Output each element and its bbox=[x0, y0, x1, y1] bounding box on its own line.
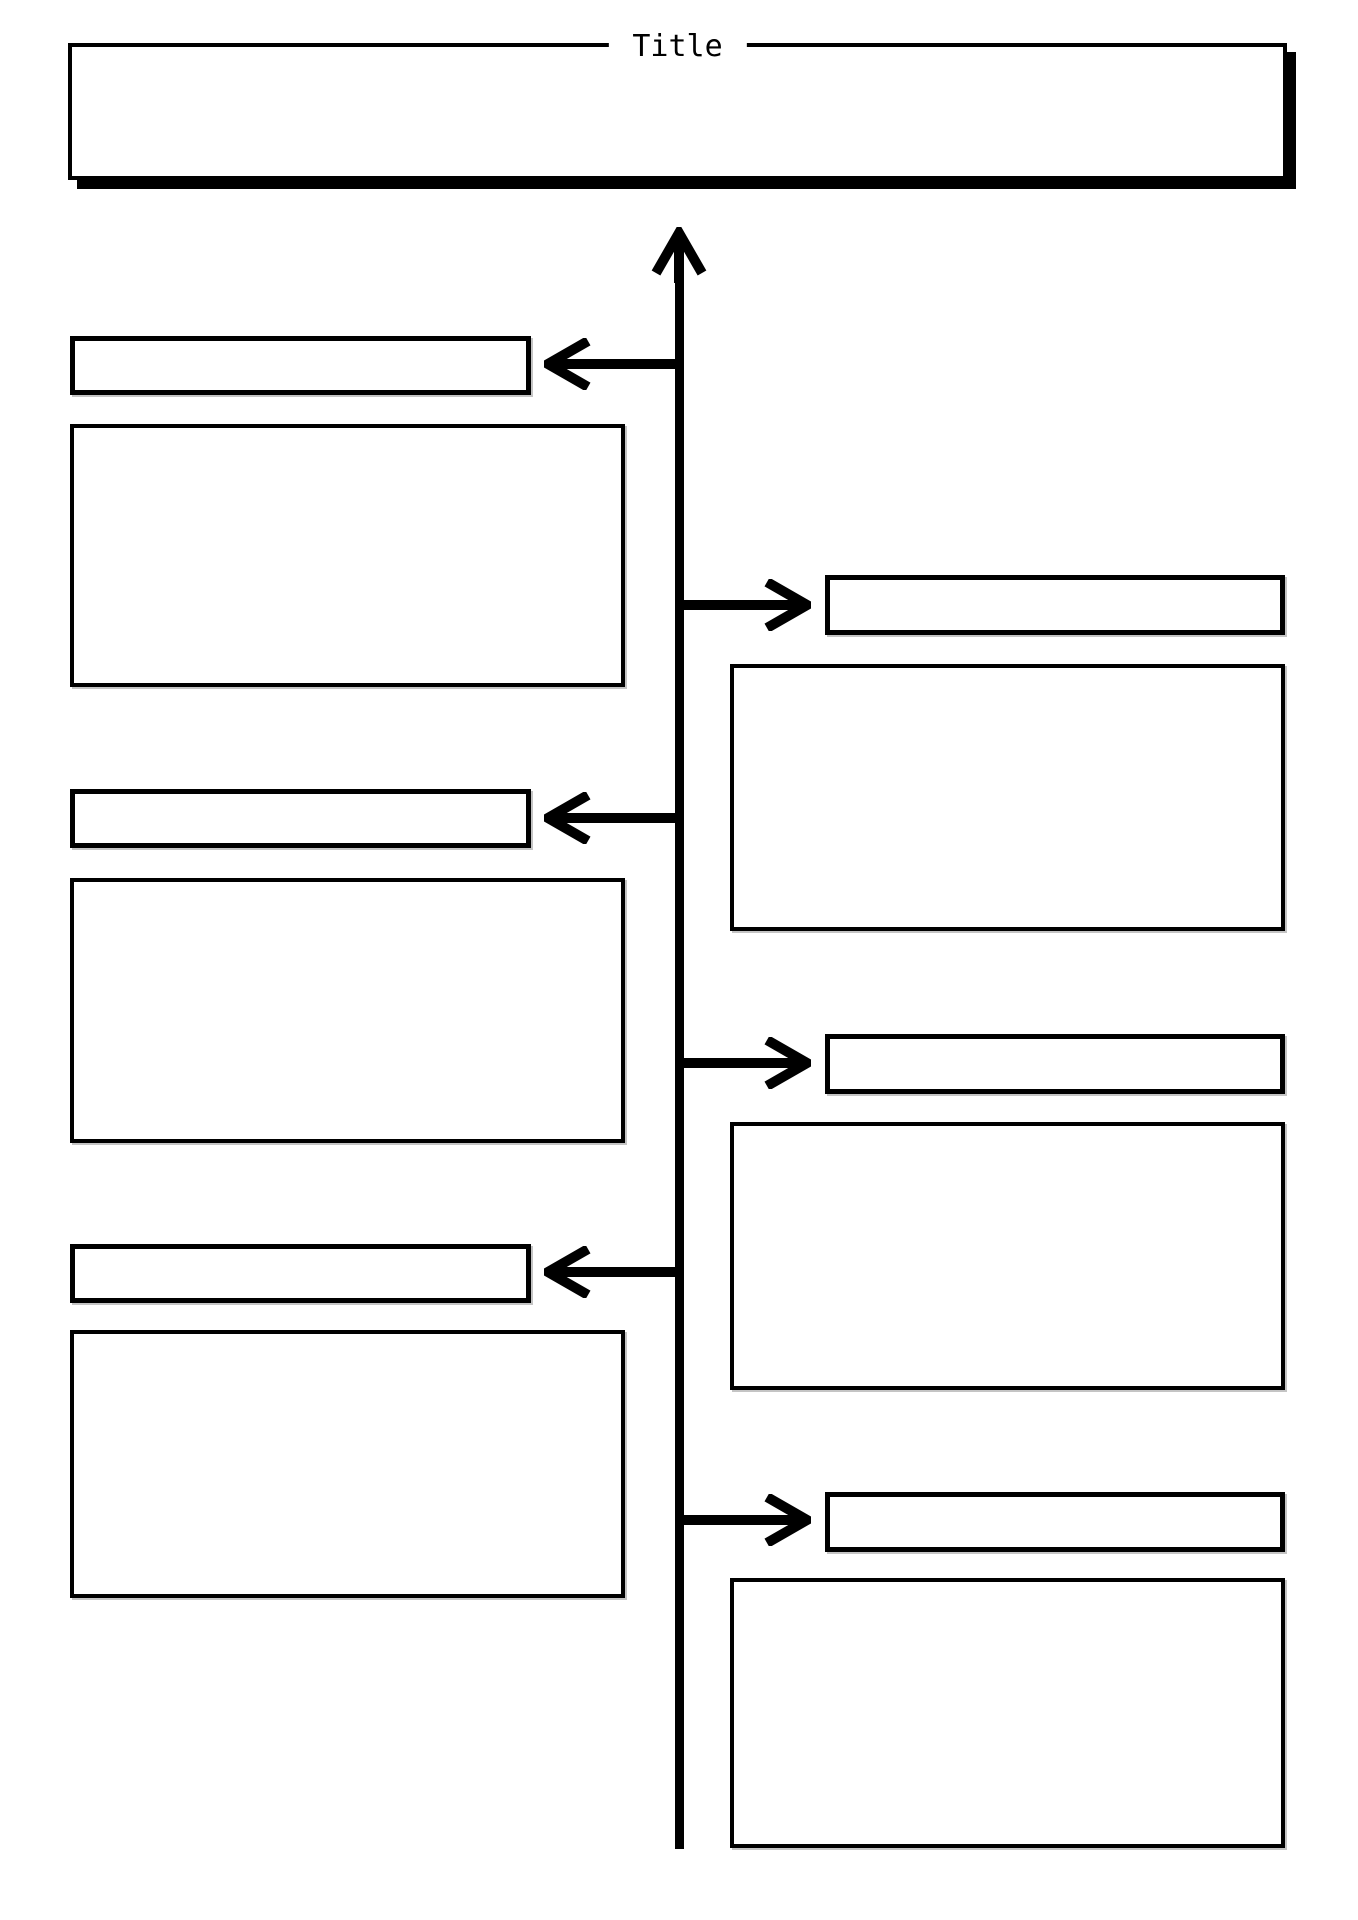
event-label-box[interactable] bbox=[825, 1492, 1285, 1552]
left-arrow-icon bbox=[544, 792, 678, 844]
title-content-area[interactable] bbox=[72, 47, 1283, 176]
right-arrow-icon bbox=[677, 579, 811, 631]
left-arrow-icon bbox=[544, 1246, 678, 1298]
event-details-text[interactable] bbox=[74, 1334, 621, 1594]
right-arrow-icon bbox=[677, 1037, 811, 1089]
event-details-box[interactable] bbox=[70, 424, 625, 687]
event-label-text[interactable] bbox=[830, 1497, 1280, 1547]
event-details-text[interactable] bbox=[74, 882, 621, 1139]
title-legend: Title bbox=[608, 29, 747, 65]
event-label-box[interactable] bbox=[70, 1244, 531, 1303]
left-arrow-icon bbox=[544, 338, 678, 390]
event-details-box[interactable] bbox=[70, 1330, 625, 1598]
event-details-text[interactable] bbox=[734, 1126, 1281, 1386]
event-label-box[interactable] bbox=[825, 1034, 1285, 1094]
event-details-text[interactable] bbox=[74, 428, 621, 683]
event-label-text[interactable] bbox=[75, 341, 526, 390]
event-details-text[interactable] bbox=[734, 668, 1281, 927]
timeline-axis bbox=[675, 244, 684, 1849]
event-label-text[interactable] bbox=[830, 580, 1280, 630]
event-label-box[interactable] bbox=[70, 336, 531, 395]
event-label-box[interactable] bbox=[70, 789, 531, 848]
event-details-box[interactable] bbox=[730, 664, 1285, 931]
event-label-text[interactable] bbox=[75, 794, 526, 843]
event-details-box[interactable] bbox=[70, 878, 625, 1143]
title-fieldset[interactable]: Title bbox=[68, 29, 1287, 180]
event-details-box[interactable] bbox=[730, 1578, 1285, 1848]
event-label-box[interactable] bbox=[825, 575, 1285, 635]
up-arrow-icon bbox=[651, 227, 707, 283]
right-arrow-icon bbox=[677, 1494, 811, 1546]
event-details-text[interactable] bbox=[734, 1582, 1281, 1844]
event-details-box[interactable] bbox=[730, 1122, 1285, 1390]
event-label-text[interactable] bbox=[75, 1249, 526, 1298]
event-label-text[interactable] bbox=[830, 1039, 1280, 1089]
